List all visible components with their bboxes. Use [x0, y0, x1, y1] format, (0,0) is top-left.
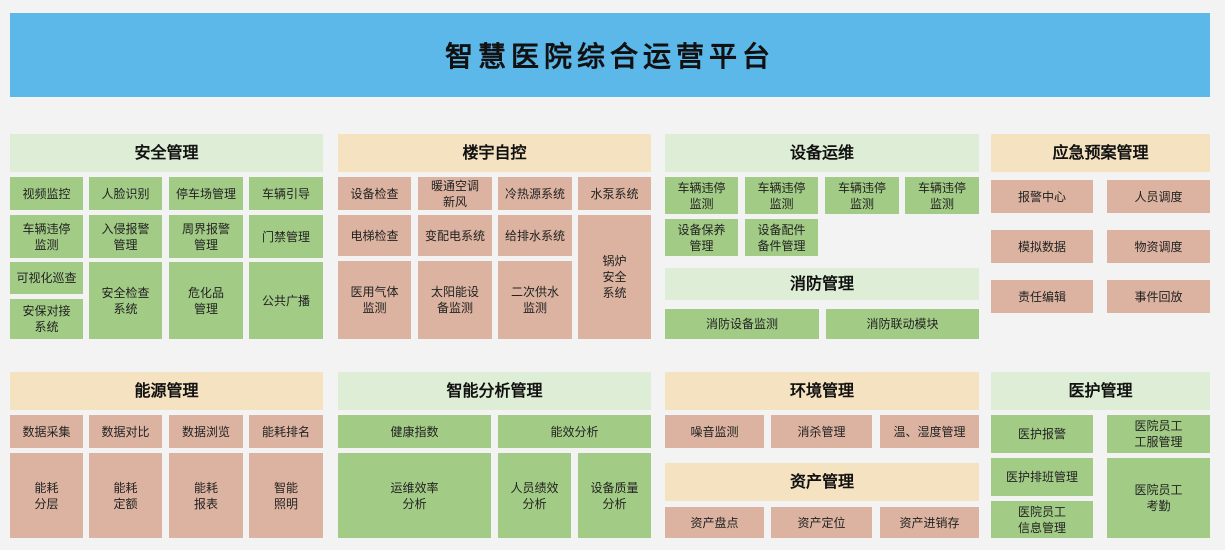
section-header-analysis: 智能分析管理 [338, 372, 651, 410]
section-header-fire: 消防管理 [665, 268, 979, 300]
module-box-assets: 资产盘点 [665, 507, 764, 538]
module-box-building: 变配电系统 [418, 215, 492, 256]
module-box-equipment: 车辆违停 监测 [745, 177, 818, 214]
module-box-equipment: 车辆违停 监测 [665, 177, 738, 214]
section-header-environment: 环境管理 [665, 372, 979, 410]
module-box-safety: 停车场管理 [169, 177, 243, 210]
module-box-assets: 资产定位 [771, 507, 872, 538]
module-box-emergency: 模拟数据 [991, 230, 1093, 263]
module-box-analysis: 人员绩效 分析 [498, 453, 571, 538]
module-box-emergency: 责任编辑 [991, 280, 1093, 313]
module-box-analysis: 运维效率 分析 [338, 453, 491, 538]
module-box-medical: 医院员工 信息管理 [991, 501, 1093, 538]
module-box-analysis: 能效分析 [498, 415, 651, 448]
module-box-safety: 安全检查 系统 [89, 262, 162, 339]
module-box-building: 暖通空调 新风 [418, 177, 492, 210]
module-box-energy: 能耗 报表 [169, 453, 243, 538]
module-box-equipment: 车辆违停 监测 [825, 177, 899, 214]
module-box-safety: 可视化巡查 [10, 262, 83, 294]
module-box-safety: 车辆违停 监测 [10, 215, 83, 258]
module-box-safety: 安保对接 系统 [10, 299, 83, 339]
module-box-analysis: 健康指数 [338, 415, 491, 448]
module-box-safety: 公共广播 [249, 262, 323, 339]
module-box-environment: 噪音监测 [665, 415, 764, 448]
module-box-building: 电梯检查 [338, 215, 411, 256]
module-box-building: 锅炉 安全 系统 [578, 215, 651, 339]
section-header-emergency: 应急预案管理 [991, 134, 1210, 172]
module-box-medical: 医护排班管理 [991, 458, 1093, 496]
module-box-safety: 视频监控 [10, 177, 83, 210]
module-box-building: 二次供水 监测 [498, 261, 572, 339]
module-box-emergency: 物资调度 [1107, 230, 1210, 263]
module-box-assets: 资产进销存 [880, 507, 979, 538]
module-box-building: 医用气体 监测 [338, 261, 411, 339]
module-box-environment: 消杀管理 [771, 415, 872, 448]
module-box-medical: 医院员工 工服管理 [1107, 415, 1210, 453]
module-box-fire: 消防设备监测 [665, 309, 819, 339]
module-box-safety: 门禁管理 [249, 215, 323, 258]
module-box-equipment: 设备配件 备件管理 [745, 219, 818, 256]
module-box-building: 给排水系统 [498, 215, 572, 256]
module-box-safety: 车辆引导 [249, 177, 323, 210]
module-box-fire: 消防联动模块 [826, 309, 979, 339]
module-box-medical: 医护报警 [991, 415, 1093, 453]
module-box-building: 水泵系统 [578, 177, 651, 210]
module-box-building: 设备检查 [338, 177, 411, 210]
module-box-building: 太阳能设 备监测 [418, 261, 492, 339]
module-box-energy: 数据采集 [10, 415, 83, 448]
module-box-energy: 能耗 定额 [89, 453, 162, 538]
module-box-energy: 数据对比 [89, 415, 162, 448]
section-header-energy: 能源管理 [10, 372, 323, 410]
section-header-equipment: 设备运维 [665, 134, 979, 172]
module-box-energy: 数据浏览 [169, 415, 243, 448]
module-box-safety: 周界报警 管理 [169, 215, 243, 258]
section-header-safety: 安全管理 [10, 134, 323, 172]
module-box-building: 冷热源系统 [498, 177, 572, 210]
module-box-emergency: 人员调度 [1107, 180, 1210, 213]
module-box-medical: 医院员工 考勤 [1107, 458, 1210, 538]
module-box-emergency: 事件回放 [1107, 280, 1210, 313]
page-title: 智慧医院综合运营平台 [10, 13, 1210, 97]
module-box-equipment: 设备保养 管理 [665, 219, 738, 256]
section-header-building: 楼宇自控 [338, 134, 651, 172]
module-box-energy: 能耗排名 [249, 415, 323, 448]
module-box-energy: 能耗 分层 [10, 453, 83, 538]
module-box-safety: 危化品 管理 [169, 262, 243, 339]
module-box-safety: 入侵报警 管理 [89, 215, 162, 258]
module-box-safety: 人脸识别 [89, 177, 162, 210]
module-box-analysis: 设备质量 分析 [578, 453, 651, 538]
module-box-emergency: 报警中心 [991, 180, 1093, 213]
section-header-medical: 医护管理 [991, 372, 1210, 410]
section-header-assets: 资产管理 [665, 463, 979, 501]
module-box-equipment: 车辆违停 监测 [905, 177, 979, 214]
module-box-energy: 智能 照明 [249, 453, 323, 538]
module-box-environment: 温、湿度管理 [880, 415, 979, 448]
